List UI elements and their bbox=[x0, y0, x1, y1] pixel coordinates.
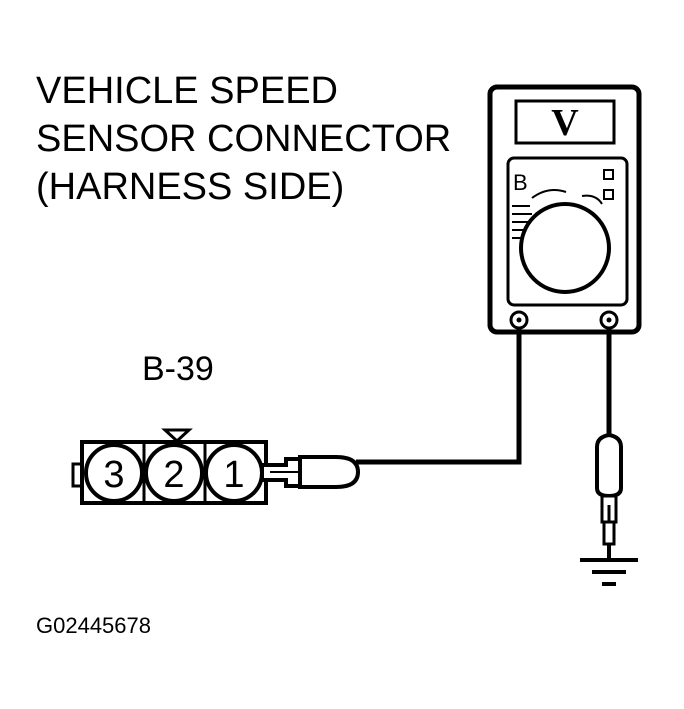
positive-lead-wire bbox=[356, 328, 522, 465]
pin-1-label: 1 bbox=[223, 454, 244, 496]
voltmeter: V B bbox=[487, 84, 642, 335]
pin-2-label: 2 bbox=[163, 454, 184, 496]
connector-b39: 3 2 1 bbox=[71, 428, 268, 505]
pin-2 bbox=[144, 443, 204, 503]
range-mark: B bbox=[513, 170, 528, 195]
title-line-3: (HARNESS SIDE) bbox=[36, 166, 345, 208]
title-line-2: SENSOR CONNECTOR bbox=[36, 118, 452, 160]
lock-tab-triangle bbox=[161, 428, 193, 444]
figure-id: G02445678 bbox=[36, 613, 151, 638]
selector-dial bbox=[519, 202, 611, 294]
voltmeter-display bbox=[514, 99, 616, 145]
pin-3 bbox=[84, 443, 144, 503]
back-probe bbox=[260, 455, 361, 489]
indicator-square-top bbox=[603, 169, 614, 180]
indicator-square-bottom bbox=[603, 189, 614, 200]
pin-3-label: 3 bbox=[103, 454, 124, 496]
connector-label: B-39 bbox=[142, 350, 214, 388]
title-line-1: VEHICLE SPEED bbox=[36, 70, 338, 112]
ground-probe bbox=[580, 432, 638, 586]
voltmeter-display-text: V bbox=[551, 102, 579, 144]
